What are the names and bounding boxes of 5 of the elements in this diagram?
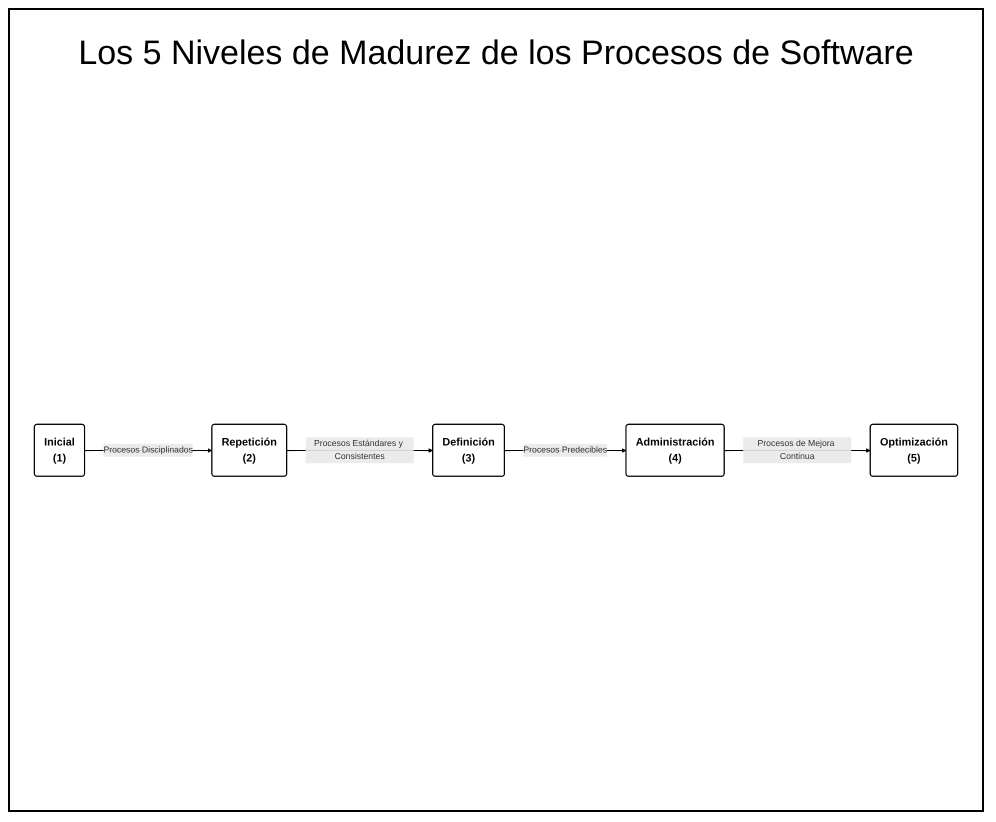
edge-label: Procesos Estándares y Consistentes [314, 438, 403, 461]
edge-label: Procesos Predecibles [523, 445, 608, 454]
diagram-title: Los 5 Niveles de Madurez de los Procesos de Software [77, 34, 915, 73]
edge-label: Procesos de Mejora Continua [758, 438, 834, 461]
edge-label: Procesos Disciplinados [103, 445, 193, 454]
